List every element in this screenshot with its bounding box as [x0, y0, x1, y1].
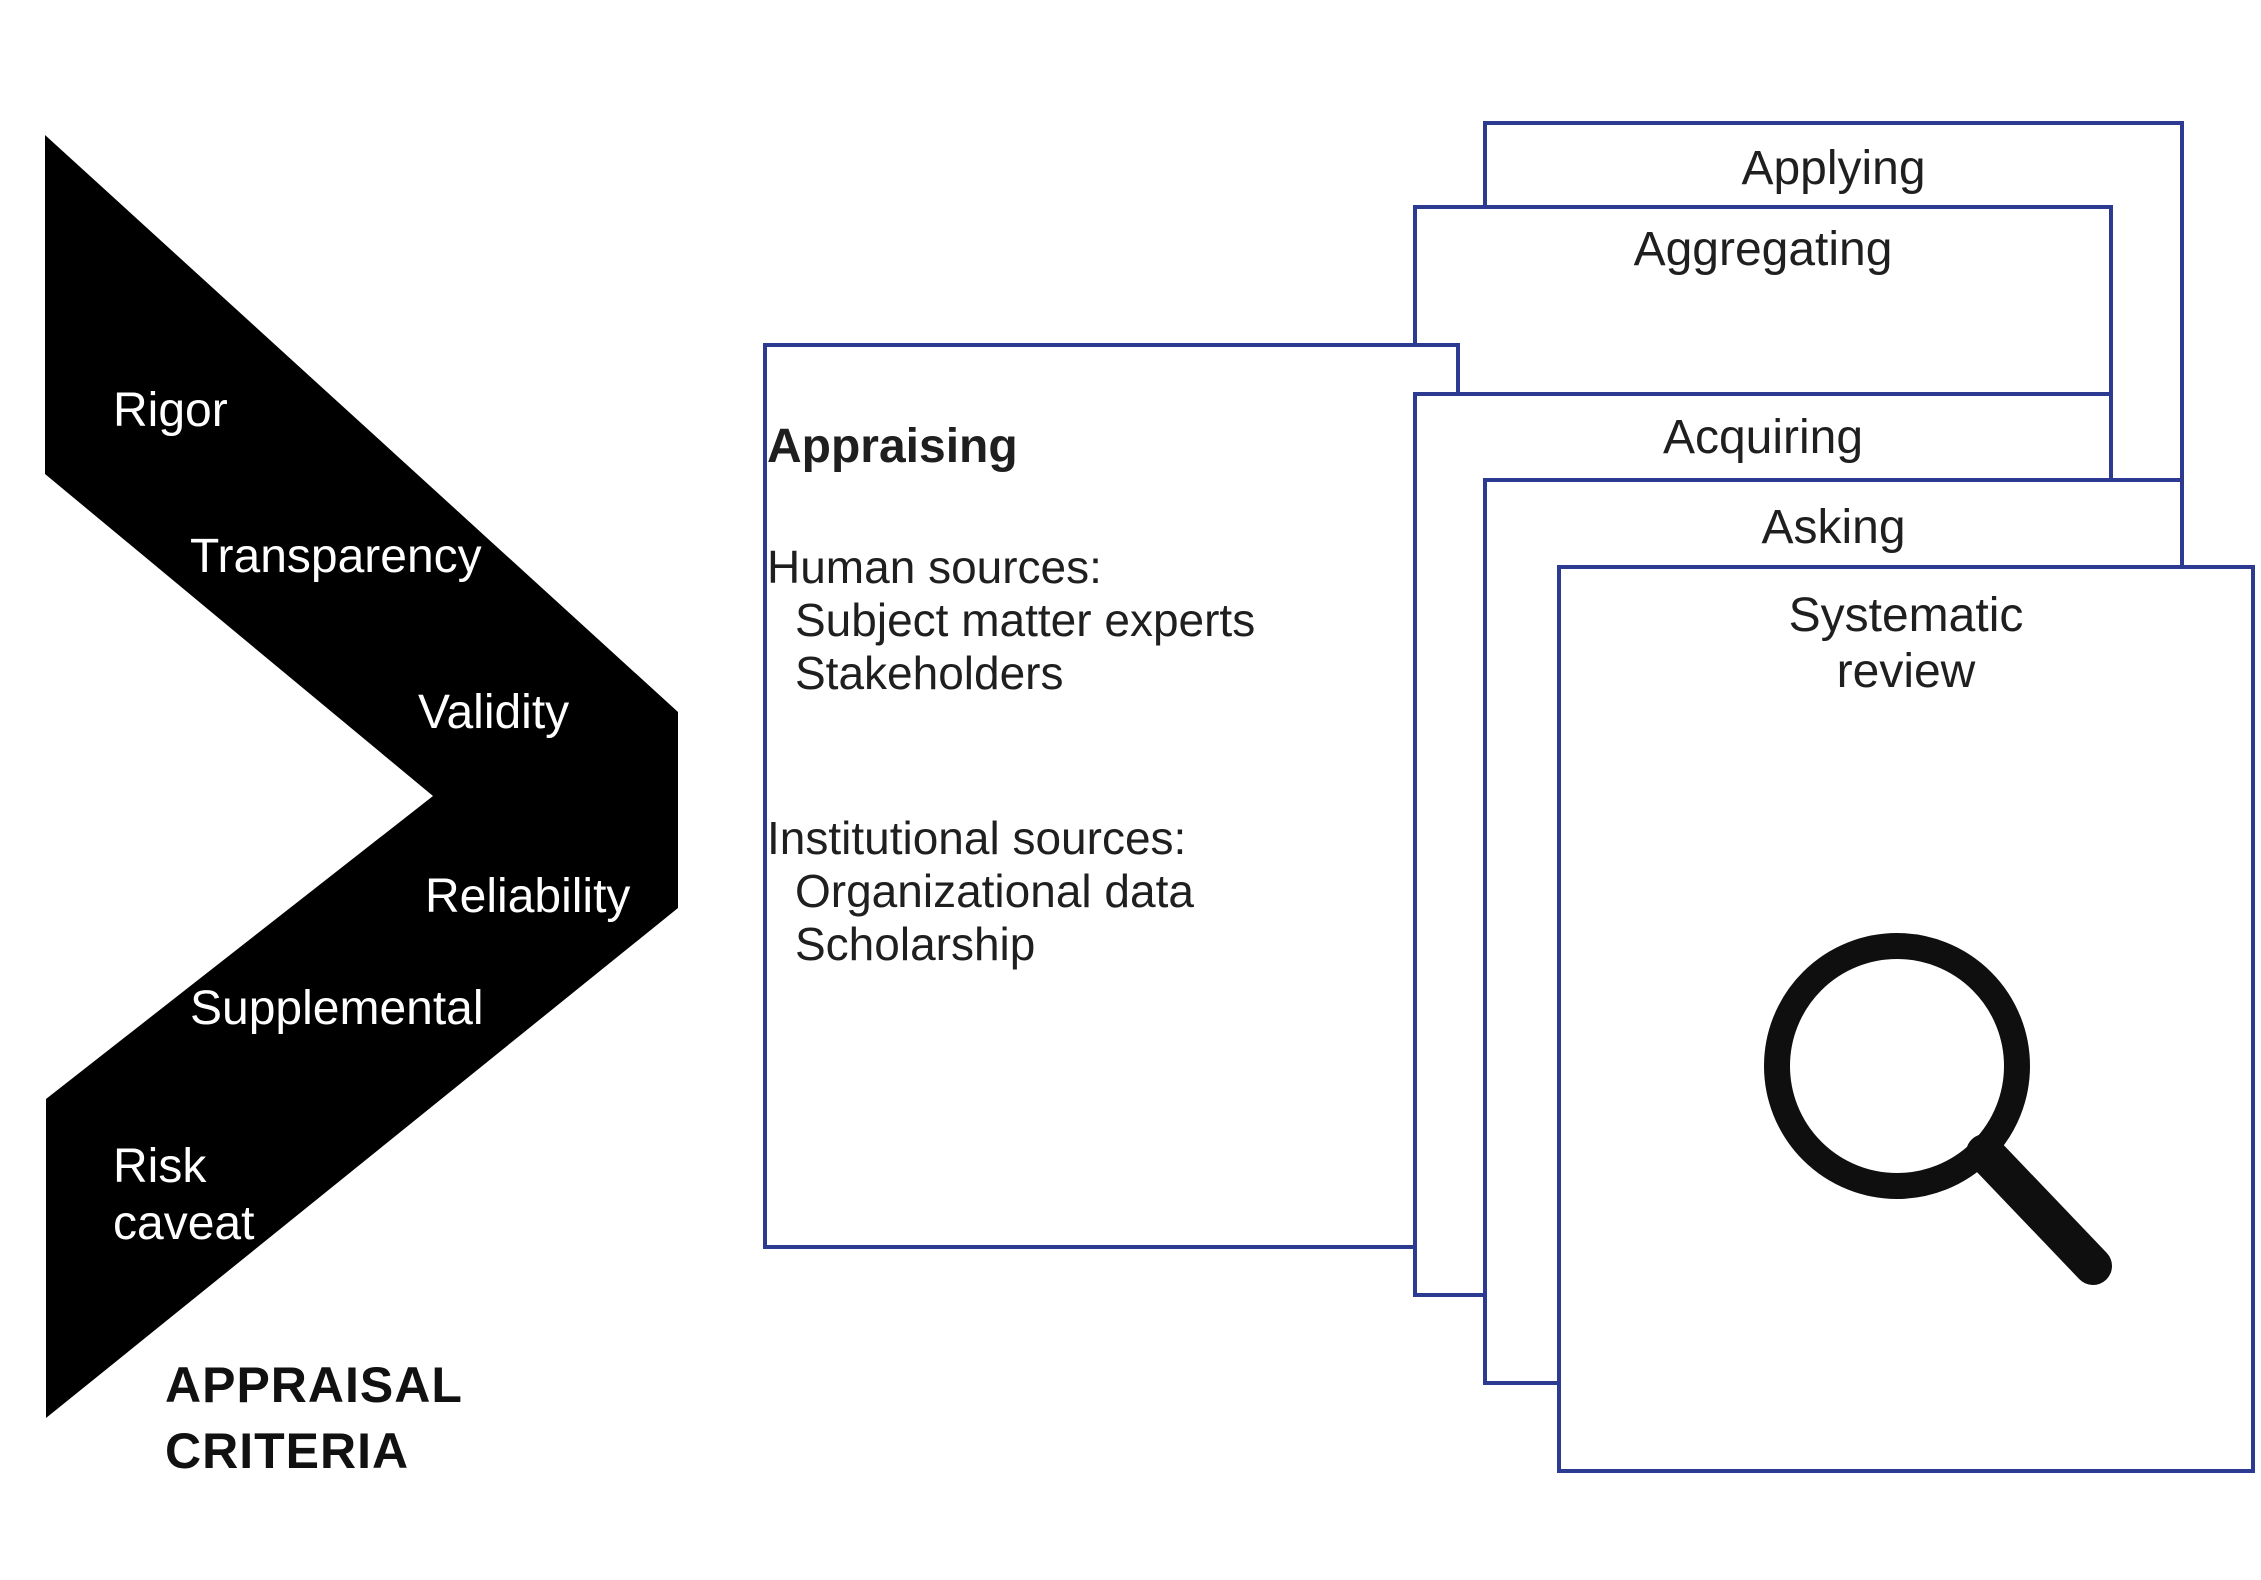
- chevron-label-supplemental: Supplemental: [190, 982, 484, 1035]
- caption-line-1: APPRAISAL: [165, 1357, 463, 1413]
- card-aggregating-title: Aggregating: [1633, 223, 1893, 276]
- appraising-organizational-data: Organizational data: [795, 865, 1194, 917]
- systematic-title-line-2: review: [1836, 645, 1976, 698]
- appraising-subject-matter-experts: Subject matter experts: [795, 594, 1256, 646]
- appraisal-criteria-caption: APPRAISAL CRITERIA: [165, 1352, 463, 1484]
- chevron-label-reliability: Reliability: [425, 870, 631, 923]
- card-acquiring-title: Acquiring: [1662, 411, 1864, 464]
- caveat-line: caveat: [113, 1197, 255, 1250]
- card-appraising-title: Appraising: [767, 420, 1018, 473]
- risk-line: Risk: [113, 1140, 207, 1193]
- appraising-stakeholders: Stakeholders: [795, 647, 1064, 699]
- chevron-label-rigor: Rigor: [113, 384, 228, 437]
- card-applying-title: Applying: [1741, 142, 1926, 195]
- appraising-human-sources-heading: Human sources:: [767, 541, 1102, 593]
- chevron-label-transparency: Transparency: [190, 530, 482, 583]
- chevron-shape: [45, 135, 678, 1418]
- card-appraising: Appraising Human sources: Subject matter…: [763, 343, 1460, 1249]
- caption-line-2: CRITERIA: [165, 1423, 410, 1479]
- systematic-title-line-1: Systematic: [1788, 589, 2024, 642]
- appraising-scholarship: Scholarship: [795, 918, 1036, 970]
- card-asking-title: Asking: [1761, 501, 1906, 554]
- search-icon-lens: [1764, 933, 2030, 1199]
- appraising-institutional-sources-heading: Institutional sources:: [767, 812, 1187, 864]
- chevron-label-validity: Validity: [418, 686, 570, 739]
- search-icon-handle: [1966, 1134, 2112, 1285]
